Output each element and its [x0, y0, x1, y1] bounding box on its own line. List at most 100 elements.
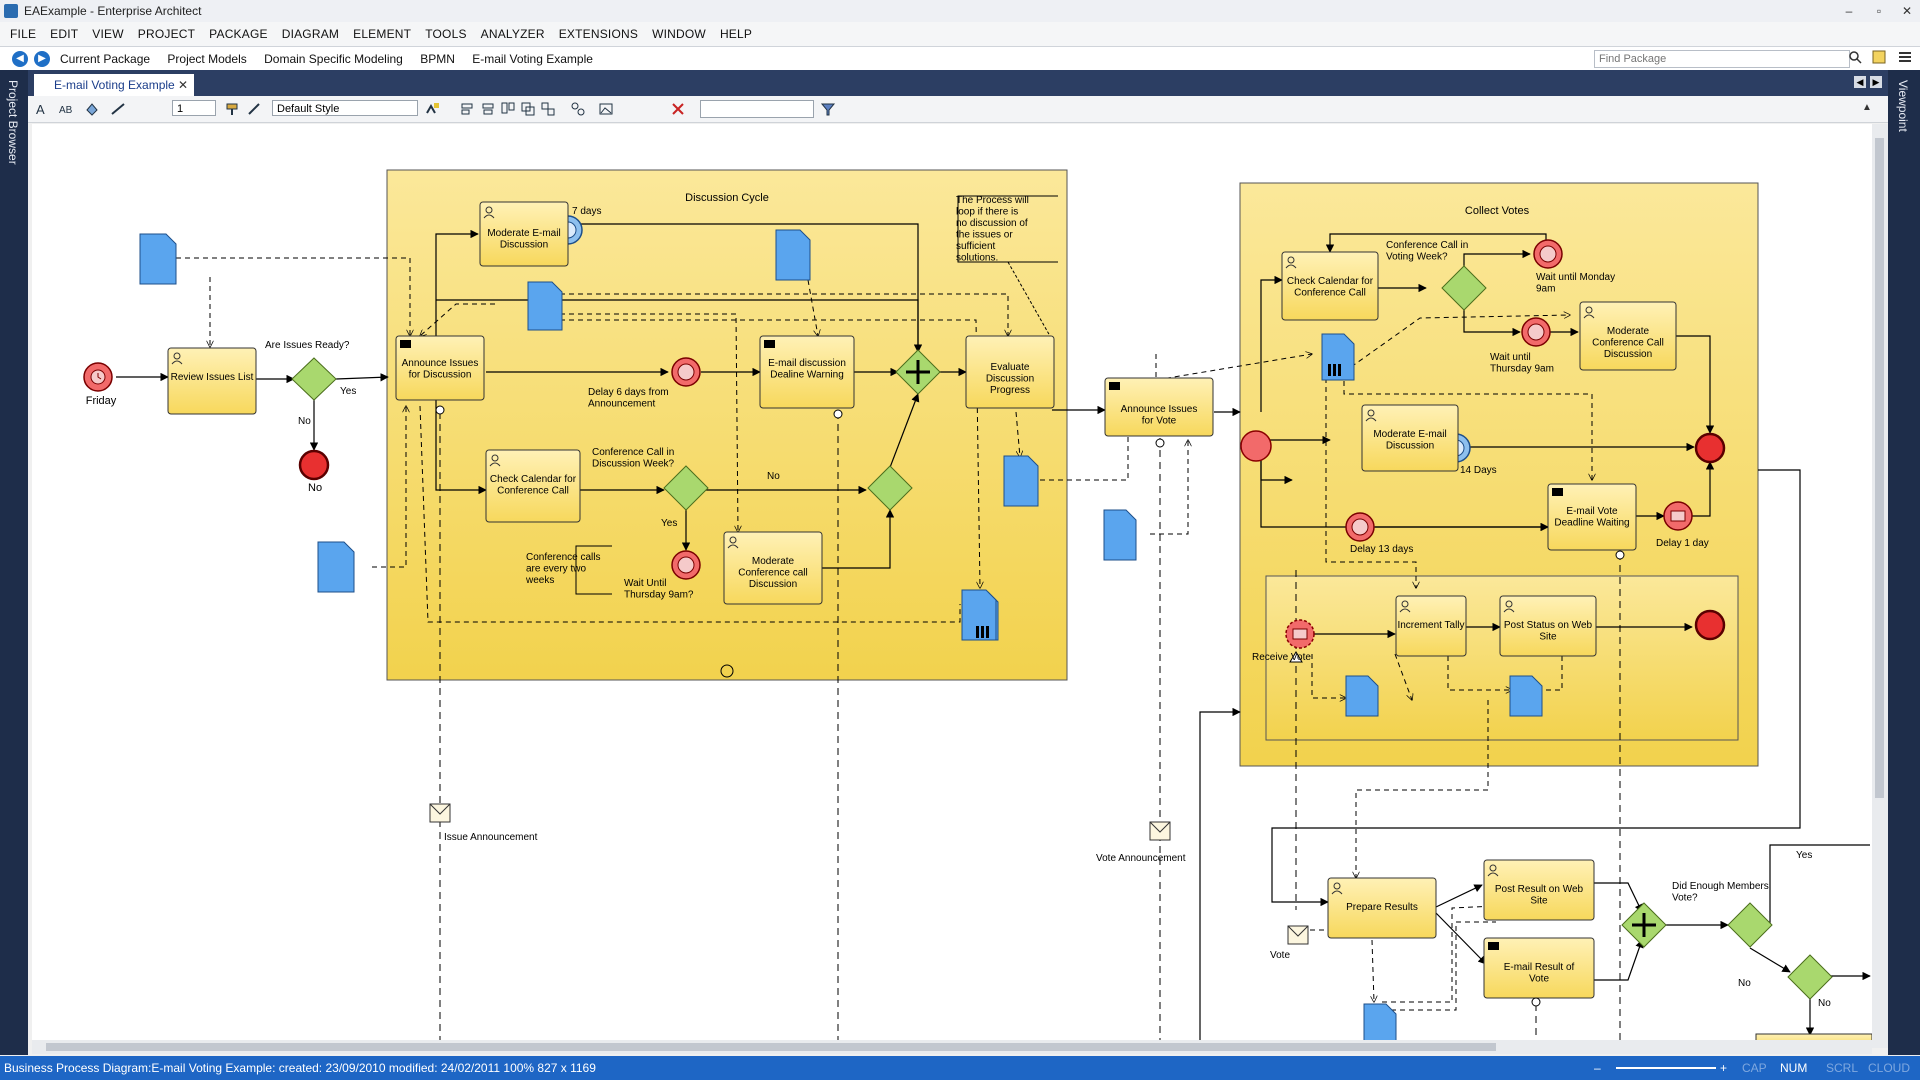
- format-painter-icon[interactable]: [224, 101, 240, 117]
- breadcrumb-item[interactable]: BPMN: [420, 52, 455, 66]
- exclusive-gateway[interactable]: [1727, 902, 1773, 948]
- layout-icon[interactable]: [570, 101, 586, 117]
- menu-icon[interactable]: [1898, 50, 1912, 64]
- fill-color-icon[interactable]: [84, 101, 100, 117]
- timer-event[interactable]: [671, 357, 701, 387]
- data-object-icon[interactable]: [1103, 509, 1137, 561]
- data-object-icon[interactable]: [317, 541, 355, 593]
- timer-event[interactable]: [1345, 512, 1375, 542]
- task-review-issues[interactable]: Review Issues List: [167, 347, 257, 415]
- pencil-icon[interactable]: [246, 101, 262, 117]
- end-event[interactable]: [1694, 609, 1726, 641]
- breadcrumb-item[interactable]: Domain Specific Modeling: [264, 52, 403, 66]
- timer-event[interactable]: [1533, 239, 1563, 269]
- menu-diagram[interactable]: DIAGRAM: [281, 27, 340, 41]
- menu-tools[interactable]: TOOLS: [425, 27, 467, 41]
- filter-icon[interactable]: [820, 101, 836, 117]
- menu-project[interactable]: PROJECT: [137, 27, 196, 41]
- exclusive-gateway[interactable]: [1441, 265, 1487, 311]
- parallel-gateway[interactable]: [1621, 902, 1667, 948]
- tab-close-icon[interactable]: ✕: [177, 78, 188, 92]
- diagram-canvas[interactable]: Discussion Cycle Collect Votes: [32, 124, 1872, 1048]
- menu-window[interactable]: WINDOW: [652, 27, 706, 41]
- viewpoint-label[interactable]: Viewpoint: [1896, 80, 1910, 132]
- data-object-icon[interactable]: [1345, 675, 1379, 717]
- tab-scroll-left-icon[interactable]: ◀: [1854, 76, 1866, 88]
- parallel-gateway[interactable]: [895, 349, 941, 395]
- image-icon[interactable]: [598, 101, 614, 117]
- zoom-slider[interactable]: [1616, 1067, 1716, 1069]
- zoom-in-icon[interactable]: +: [1720, 1061, 1728, 1075]
- find-package-input[interactable]: [1594, 50, 1850, 68]
- align-left-icon[interactable]: [460, 101, 476, 117]
- viewpoint-strip[interactable]: Viewpoint: [1888, 70, 1920, 1055]
- menu-help[interactable]: HELP: [719, 27, 753, 41]
- timer-event[interactable]: [671, 550, 701, 580]
- breadcrumb-item[interactable]: E-mail Voting Example: [472, 52, 593, 66]
- message-envelope-icon[interactable]: [429, 803, 451, 823]
- scroll-thumb[interactable]: [1875, 138, 1884, 798]
- menu-file[interactable]: FILE: [10, 27, 37, 41]
- maximize-button[interactable]: ▫: [1876, 4, 1882, 18]
- back-icon[interactable]: ◀: [12, 51, 28, 67]
- end-event[interactable]: [298, 449, 330, 481]
- exclusive-gateway[interactable]: [663, 465, 709, 511]
- menu-extensions[interactable]: EXTENSIONS: [558, 27, 639, 41]
- menu-element[interactable]: ELEMENT: [353, 27, 412, 41]
- data-object-icon[interactable]: [139, 233, 177, 285]
- same-size-icon[interactable]: [520, 101, 536, 117]
- font-icon[interactable]: A: [34, 101, 50, 117]
- arrange-icon[interactable]: [540, 101, 556, 117]
- data-object-icon[interactable]: [775, 229, 811, 281]
- diagram-filter-input[interactable]: [700, 100, 814, 118]
- scroll-thumb[interactable]: [46, 1043, 1496, 1051]
- project-browser-label[interactable]: Project Browser: [6, 80, 20, 165]
- timer-event[interactable]: [1521, 317, 1551, 347]
- menu-edit[interactable]: EDIT: [50, 27, 79, 41]
- timer-start-event[interactable]: [83, 362, 113, 392]
- menu-analyzer[interactable]: ANALYZER: [480, 27, 545, 41]
- highlight-icon[interactable]: [424, 101, 440, 117]
- line-color-icon[interactable]: [110, 101, 126, 117]
- align-top-icon[interactable]: [500, 101, 516, 117]
- data-object-icon[interactable]: [527, 281, 563, 331]
- menu-package[interactable]: PACKAGE: [209, 27, 268, 41]
- menu-view[interactable]: VIEW: [92, 27, 124, 41]
- zoom-out-icon[interactable]: –: [1594, 1061, 1601, 1075]
- breadcrumb-item[interactable]: Project Models: [167, 52, 247, 66]
- end-event[interactable]: [1694, 432, 1726, 464]
- align-center-icon[interactable]: [480, 101, 496, 117]
- exclusive-gateway[interactable]: [867, 465, 913, 511]
- data-object-icon[interactable]: [1003, 455, 1039, 507]
- task-prepare-results[interactable]: Prepare Results: [1327, 877, 1437, 939]
- text-style-icon[interactable]: AB: [58, 101, 74, 117]
- delete-icon[interactable]: [670, 101, 686, 117]
- tab-scroll-right-icon[interactable]: ▶: [1870, 76, 1882, 88]
- exclusive-gateway[interactable]: [291, 357, 337, 401]
- line-width-select[interactable]: 1: [172, 100, 216, 116]
- vertical-scrollbar[interactable]: [1872, 124, 1888, 1048]
- horizontal-scrollbar[interactable]: [32, 1040, 1872, 1054]
- message-event[interactable]: [1663, 501, 1693, 531]
- message-envelope-icon[interactable]: [1287, 925, 1309, 945]
- exclusive-gateway[interactable]: [1787, 954, 1833, 1000]
- message-start-event[interactable]: [1285, 619, 1315, 649]
- package-icon[interactable]: [1872, 50, 1886, 64]
- data-object-icon[interactable]: [1509, 675, 1543, 717]
- message-envelope-icon[interactable]: [1149, 821, 1171, 841]
- breadcrumb-item[interactable]: Current Package: [60, 52, 151, 66]
- minimize-button[interactable]: –: [1845, 4, 1853, 18]
- close-button[interactable]: ✕: [1901, 4, 1913, 18]
